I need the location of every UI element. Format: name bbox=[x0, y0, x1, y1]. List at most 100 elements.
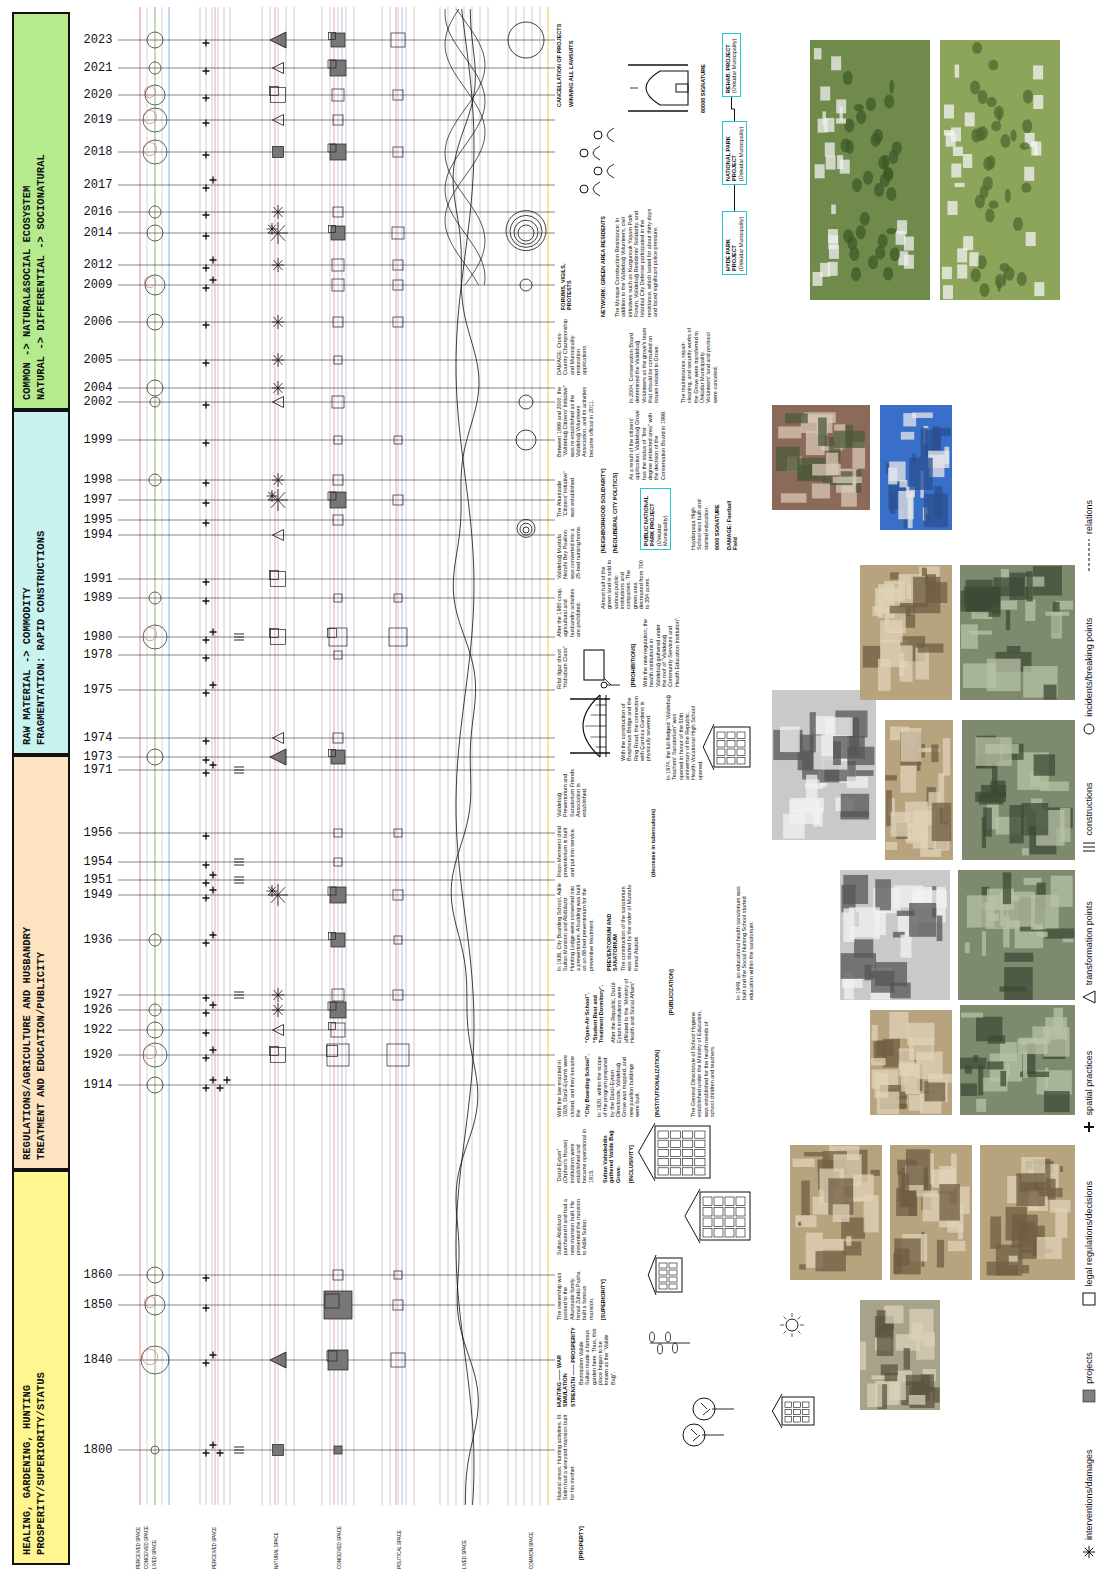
photographs bbox=[772, 40, 1075, 1410]
building-window bbox=[727, 749, 735, 756]
people-icon bbox=[593, 146, 600, 160]
photo-detail bbox=[828, 235, 838, 249]
building-window bbox=[703, 1218, 712, 1227]
practice-cross bbox=[203, 68, 210, 75]
legend-item: constructions bbox=[1082, 782, 1096, 855]
practice-cross bbox=[203, 520, 210, 527]
building-window bbox=[659, 1270, 667, 1275]
photo-detail bbox=[795, 1215, 816, 1227]
incident-circle bbox=[143, 625, 167, 649]
incident-circle bbox=[147, 1077, 163, 1093]
regulation-square bbox=[271, 1048, 286, 1063]
year-lines bbox=[118, 322, 555, 323]
project-box: PUBLIC NATIONAL PARK PROJECT(Üsküdar Mun… bbox=[640, 488, 671, 550]
damage-star bbox=[278, 990, 282, 995]
damage-star bbox=[278, 388, 282, 393]
bracket-heading: [NEOLIBERAL CITY POLITICS] bbox=[612, 457, 618, 553]
photo-detail bbox=[871, 1058, 886, 1065]
photo-detail bbox=[900, 645, 913, 681]
lived-wave bbox=[445, 9, 485, 285]
damage-star bbox=[274, 383, 278, 388]
year-lines bbox=[118, 655, 555, 656]
photo-detail bbox=[937, 1240, 944, 1268]
annotation-text: With the new regulation, the health inst… bbox=[642, 615, 680, 687]
legend-text: interventions/damages bbox=[1084, 1449, 1094, 1540]
photo-detail bbox=[1045, 928, 1074, 938]
building-window bbox=[794, 1417, 801, 1422]
photo-detail bbox=[873, 129, 883, 143]
building-window bbox=[717, 758, 725, 765]
keyword-label: 60000 SIGNATURE bbox=[700, 33, 706, 113]
photo bbox=[772, 690, 876, 840]
icon-line bbox=[591, 715, 601, 716]
regulation-square bbox=[333, 207, 343, 217]
incident-circle bbox=[147, 32, 163, 48]
building-window bbox=[714, 1197, 723, 1206]
photo-detail bbox=[847, 777, 868, 788]
photo-detail bbox=[834, 431, 865, 448]
lane-lines bbox=[548, 7, 549, 1505]
regulation-square bbox=[394, 1271, 402, 1279]
practice-cross bbox=[203, 265, 210, 272]
regulation-square bbox=[333, 115, 343, 125]
photo-detail bbox=[1051, 876, 1073, 907]
photo bbox=[840, 870, 950, 1000]
lane-lines bbox=[480, 7, 481, 1505]
photo-detail bbox=[1034, 282, 1044, 296]
photo bbox=[940, 40, 1060, 300]
building-window bbox=[725, 1218, 734, 1227]
building-icon bbox=[703, 724, 714, 770]
damage-star bbox=[278, 233, 285, 241]
legend-sample bbox=[1082, 538, 1096, 572]
damage-star bbox=[274, 1005, 278, 1010]
damage-star bbox=[278, 260, 282, 265]
regulation-square bbox=[393, 147, 403, 157]
lane-lines bbox=[406, 7, 407, 1505]
photo-detail bbox=[909, 1387, 934, 1409]
legend-text: projects bbox=[1084, 1352, 1094, 1384]
practice-cross bbox=[203, 402, 210, 409]
practice-cross bbox=[210, 257, 217, 264]
building-window bbox=[737, 749, 745, 756]
year-label: 1975 bbox=[84, 684, 113, 696]
building-window bbox=[727, 732, 735, 739]
photo-detail bbox=[833, 1204, 850, 1222]
year-lines bbox=[118, 185, 555, 186]
legend-sample bbox=[1082, 1291, 1096, 1307]
year-lines bbox=[118, 995, 555, 996]
regulation-square bbox=[334, 858, 342, 866]
photo-detail bbox=[955, 65, 959, 78]
damage-star bbox=[278, 895, 285, 903]
building-window bbox=[802, 1409, 809, 1414]
icon-line bbox=[600, 715, 606, 716]
regulation-square bbox=[329, 750, 336, 757]
photo-detail bbox=[851, 267, 861, 281]
damage-star bbox=[278, 212, 282, 217]
construction-bar bbox=[234, 1447, 244, 1448]
lane-lines bbox=[508, 7, 509, 1505]
legend-sample bbox=[1083, 843, 1095, 851]
photo-detail bbox=[1000, 987, 1026, 992]
construction-bars bbox=[234, 634, 244, 1453]
building-window bbox=[714, 1208, 723, 1217]
building-window bbox=[658, 1168, 668, 1175]
year-label: 1850 bbox=[84, 1299, 113, 1311]
practice-cross bbox=[210, 629, 217, 636]
photo-detail bbox=[926, 514, 930, 521]
regulation-square bbox=[334, 436, 342, 444]
regulation-square bbox=[329, 628, 347, 646]
construction-bar bbox=[234, 1453, 244, 1454]
legend-sample bbox=[1082, 1388, 1096, 1404]
lane-lines bbox=[414, 7, 415, 1505]
photo-detail bbox=[944, 130, 954, 136]
photo-detail bbox=[822, 111, 825, 125]
photo-detail bbox=[990, 1217, 1001, 1249]
practice-cross bbox=[203, 500, 210, 507]
legend-sample bbox=[1082, 989, 1096, 1005]
practice-cross bbox=[203, 738, 210, 745]
space-label: POLITICAL SPACE bbox=[397, 1530, 402, 1569]
building-window bbox=[725, 1197, 734, 1206]
damage-star bbox=[278, 212, 279, 219]
regulation-square bbox=[328, 60, 336, 68]
building-window bbox=[737, 732, 745, 739]
